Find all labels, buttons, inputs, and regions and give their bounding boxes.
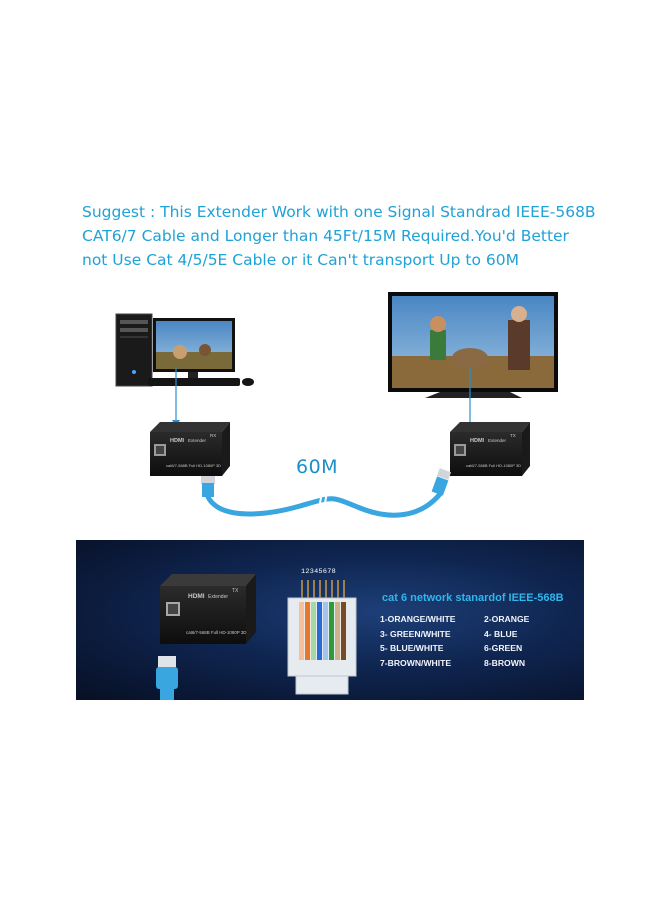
detail-extender-box: HDMI Extender TX cat6/7-568B Full HD-108… [160, 574, 256, 644]
headline-line-1: Suggest : This Extender Work with one Si… [82, 203, 596, 221]
transmitter-tag: RX [210, 433, 216, 438]
headline: Suggest : This Extender Work with one Si… [82, 200, 602, 272]
headline-line-3: not Use Cat 4/5/5E Cable or it Can't tra… [82, 251, 519, 269]
receiver-tag: TX [510, 433, 516, 438]
transmitter-model: Extender [188, 438, 207, 443]
receiver-box: HDMI Extender TX cat6/7-568B Full HD-108… [450, 422, 530, 476]
connection-scene: HDMI Extender RX cat6/7-568B Full HD-108… [115, 292, 558, 518]
wire-right: 4- BLUE [484, 628, 518, 639]
headline-line-2: CAT6/7 Cable and Longer than 45Ft/15M Re… [82, 227, 569, 245]
detail-tag: TX [232, 588, 239, 594]
transmitter-spec: cat6/7-568B Full HD-1080P 3D [166, 463, 221, 468]
receiver-brand: HDMI [470, 438, 485, 444]
wire-right: 8-BROWN [484, 657, 526, 668]
standard-title: cat 6 network stanardof IEEE-568B [382, 592, 564, 604]
wire-left: 3- GREEN/WHITE [380, 628, 451, 639]
wiring-illustration: HDMI Extender TX cat6/7-568B Full HD-108… [156, 574, 357, 700]
transmitter-brand: HDMI [170, 438, 185, 444]
cable-plug-icon [156, 656, 178, 700]
transmitter-box: HDMI Extender RX cat6/7-568B Full HD-108… [150, 422, 230, 476]
wire-right: 6-GREEN [484, 643, 523, 654]
pc-tower-icon [115, 313, 153, 387]
keyboard-icon [148, 378, 240, 386]
connector-pin-numbers: 12345678 [301, 568, 337, 576]
detail-spec: cat6/7-568B Full HD-1080P 3D [186, 630, 246, 635]
wire-left: 7-BROWN/WHITE [380, 657, 452, 668]
ethernet-cable [201, 468, 452, 518]
wiring-row: 3- GREEN/WHITE 4- BLUE [380, 629, 580, 644]
wiring-row: 1-ORANGE/WHITE 2-ORANGE [380, 614, 580, 629]
rj45-connector-icon [287, 580, 357, 695]
receiver-spec: cat6/7-568B Full HD-1080P 3D [466, 463, 521, 468]
wire-left: 1-ORANGE/WHITE [380, 614, 456, 624]
tv-icon [388, 292, 558, 398]
pc-monitor-icon [153, 318, 235, 381]
wiring-row: 7-BROWN/WHITE 8-BROWN [380, 658, 580, 673]
mouse-icon [242, 378, 254, 386]
wiring-row: 5- BLUE/WHITE 6-GREEN [380, 643, 580, 658]
distance-label: 60M [296, 456, 339, 478]
wire-right: 2-ORANGE [484, 614, 530, 624]
wire-left: 5- BLUE/WHITE [380, 643, 444, 654]
detail-model: Extender [208, 594, 228, 600]
receiver-model: Extender [488, 438, 507, 443]
wiring-panel: HDMI Extender TX cat6/7-568B Full HD-108… [76, 540, 584, 700]
detail-brand: HDMI [188, 593, 205, 600]
wiring-list: 1-ORANGE/WHITE 2-ORANGE 3- GREEN/WHITE 4… [380, 614, 580, 672]
